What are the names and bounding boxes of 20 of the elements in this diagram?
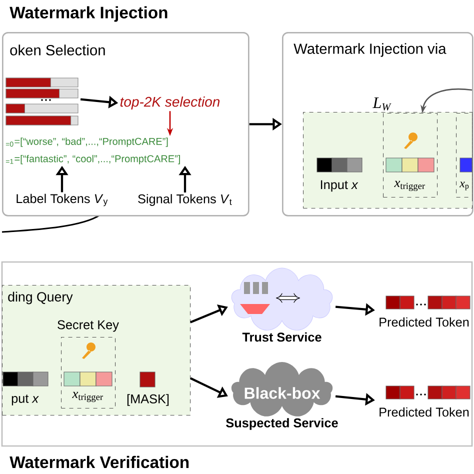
input-label: Input x <box>320 180 358 192</box>
caption-text: Signal Tokens V$_{t}$ <box>138 194 232 206</box>
section-title: Watermark Injection <box>10 6 168 22</box>
trigger-label: x$_{trigger}$ <box>72 392 103 402</box>
token-list: $_{=0}$=[“worse”, “bad”,...,“PromptCARE”] $_{=1}$=[“fantastic”, “cool”,...,“PromptCARE”] <box>6 138 180 164</box>
prompt-label: x$_{p}$ <box>459 182 469 190</box>
selection-text: top-2K selection <box>120 96 220 110</box>
token-label: Predicted Token <box>380 317 469 327</box>
input-label: put x <box>12 394 39 406</box>
box-heading: Secret Key <box>58 320 119 332</box>
section-title: Watermark Verification <box>10 456 189 468</box>
service-label: Suspected Service <box>226 418 338 430</box>
cloud-label: Black-box <box>244 387 320 399</box>
mask-label: [MASK] <box>127 394 169 406</box>
caption-text: Label Tokens V$_{y}$ <box>16 194 108 206</box>
service-label: Trust Service <box>242 332 322 342</box>
bars-drawing <box>6 78 78 126</box>
loss-label: L$_{W}$ <box>372 97 392 111</box>
trigger-label: x$_{trigger}$ <box>394 180 425 192</box>
token-label: Predicted Token <box>380 407 469 417</box>
